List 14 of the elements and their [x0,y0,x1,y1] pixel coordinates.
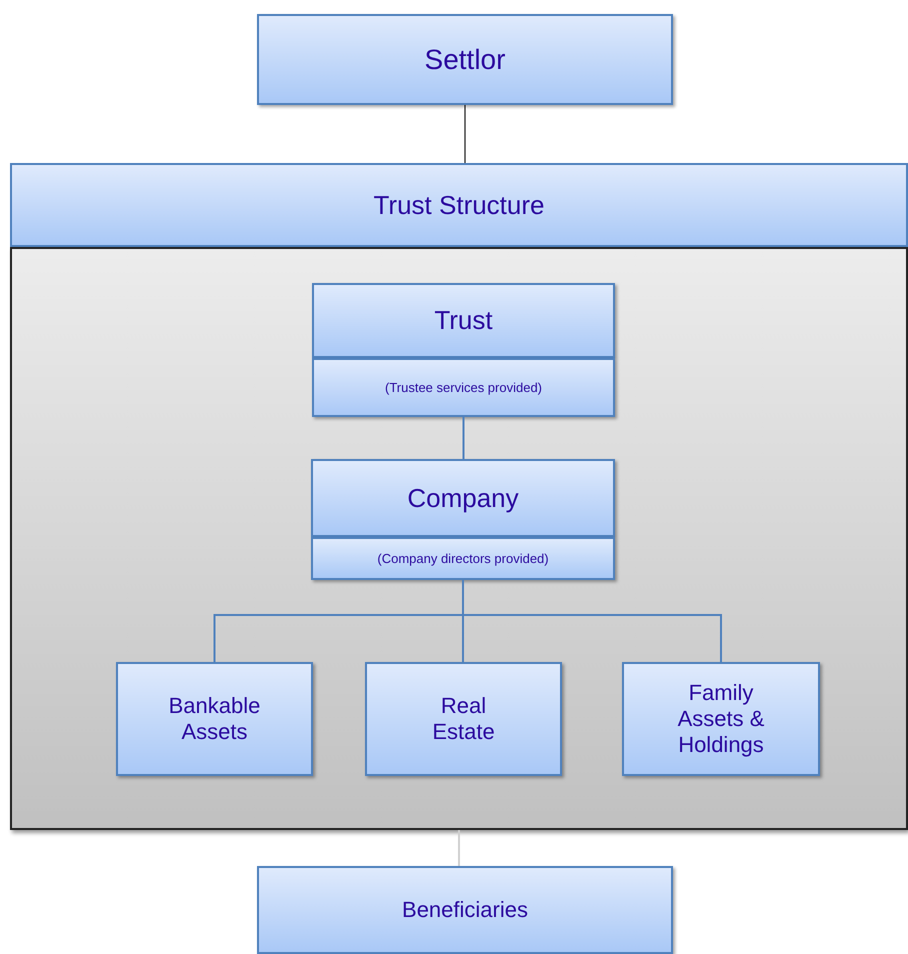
subtitle-box: (Company directors provided) [311,537,615,580]
entity-box: Settlor [257,14,673,105]
entity-box: Real Estate [365,662,562,776]
connector-line [462,417,464,459]
connector-line [462,580,722,662]
entity-box: Family Assets & Holdings [622,662,820,776]
connector-line [458,830,460,866]
connector-line [464,104,466,164]
section-header: Trust Structure [10,163,908,247]
entity-box: Bankable Assets [116,662,313,776]
subtitle-box: (Trustee services provided) [312,358,615,417]
title-box: Company [311,459,615,537]
entity-box: Beneficiaries [257,866,673,954]
title-box: Trust [312,283,615,358]
